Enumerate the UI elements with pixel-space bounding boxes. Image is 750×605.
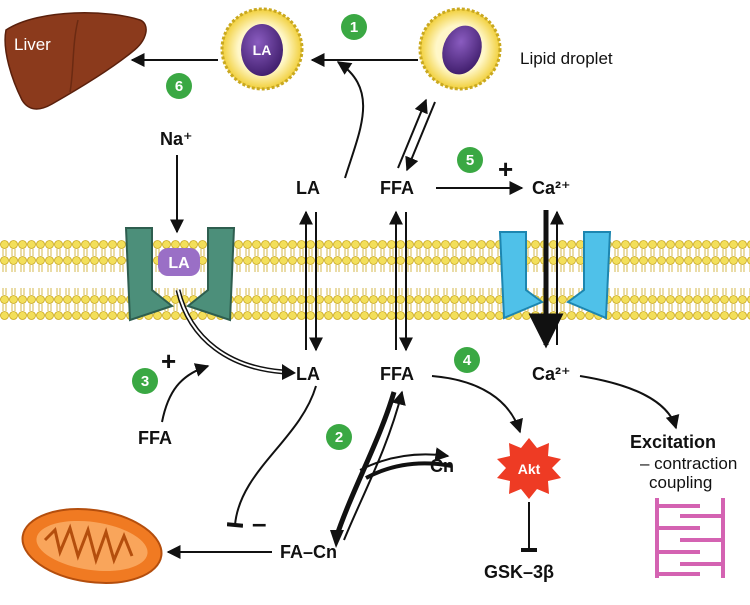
carnitine-label: Cn bbox=[430, 456, 454, 476]
excitation-label: Excitation bbox=[630, 432, 716, 452]
liver-label: Liver bbox=[14, 35, 51, 54]
lipid-droplet-label: Lipid droplet bbox=[520, 49, 613, 68]
step-badge-4: 4 bbox=[454, 347, 480, 373]
plus-sign: + bbox=[161, 346, 176, 376]
gsk3b-label: GSK–3β bbox=[484, 562, 554, 582]
ffa-bottom-label: FFA bbox=[380, 364, 414, 384]
svg-text:2: 2 bbox=[335, 429, 343, 446]
lipid-droplet-icon bbox=[418, 7, 502, 91]
sarcomere-icon bbox=[655, 498, 725, 578]
svg-text:6: 6 bbox=[175, 78, 183, 95]
step-badge-5: 5 bbox=[457, 147, 483, 173]
lipid-droplet-icon bbox=[220, 7, 304, 91]
svg-text:Akt: Akt bbox=[518, 461, 541, 477]
cell-membrane bbox=[0, 240, 750, 320]
contraction-label: – contraction bbox=[640, 454, 737, 473]
minus-sign: – bbox=[252, 508, 266, 538]
transporter-to-la-arrow bbox=[175, 289, 296, 380]
svg-text:4: 4 bbox=[463, 352, 472, 369]
ffa-to-akt-arrow bbox=[431, 375, 523, 434]
svg-text:1: 1 bbox=[350, 19, 358, 36]
ffa-carnitine-arrows bbox=[330, 390, 453, 548]
akt-burst-icon: Akt bbox=[497, 438, 561, 499]
ffa-left-label: FFA bbox=[138, 428, 172, 448]
coupling-label: coupling bbox=[649, 473, 712, 492]
calcium-top-label: Ca²⁺ bbox=[532, 178, 571, 198]
la-to-droplet-arrow bbox=[336, 61, 365, 179]
calcium-bottom-label: Ca²⁺ bbox=[532, 364, 571, 384]
sodium-label: Na⁺ bbox=[160, 129, 193, 149]
calcium-equilibrium bbox=[528, 210, 564, 349]
la-bottom-label: LA bbox=[296, 364, 320, 384]
ffa-droplet-equilibrium bbox=[397, 98, 436, 172]
liver-icon bbox=[4, 12, 147, 110]
svg-text:LA: LA bbox=[168, 255, 190, 272]
step-badge-6: 6 bbox=[166, 73, 192, 99]
transporter-la-badge: LA bbox=[158, 248, 200, 276]
svg-text:5: 5 bbox=[466, 152, 474, 169]
la-membrane-equilibrium bbox=[299, 210, 323, 352]
plus-sign: + bbox=[498, 154, 513, 184]
droplet-la-label: LA bbox=[253, 42, 272, 58]
ffa-activation-arrow bbox=[161, 363, 210, 423]
ffa-membrane-equilibrium bbox=[389, 210, 413, 352]
calcium-channel-icon bbox=[498, 231, 612, 320]
ffa-top-label: FFA bbox=[380, 178, 414, 198]
la-transporter-icon bbox=[124, 227, 236, 322]
svg-text:3: 3 bbox=[141, 373, 149, 390]
calcium-to-excitation-arrow bbox=[579, 375, 680, 430]
fa-carnitine-label: FA–Cn bbox=[280, 542, 337, 562]
mitochondrion-icon bbox=[21, 508, 163, 584]
la-inhibition-line bbox=[226, 385, 317, 528]
step-badge-1: 1 bbox=[341, 14, 367, 40]
step-badge-2: 2 bbox=[326, 424, 352, 450]
step-badge-3: 3 bbox=[132, 368, 158, 394]
la-top-label: LA bbox=[296, 178, 320, 198]
